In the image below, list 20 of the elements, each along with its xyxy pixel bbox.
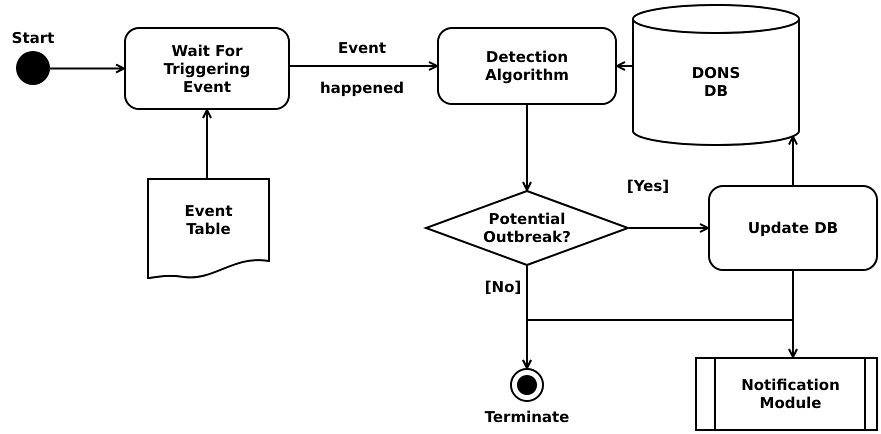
node-caption: Terminate [484,408,570,426]
arrow [202,109,212,178]
node-caption: Start [12,29,54,47]
node-label: Detection Algorithm [484,48,570,84]
arrow [629,223,709,233]
node-label: Event Table [183,202,234,238]
arrow [522,271,794,369]
arrow [290,61,438,71]
edge-label: Event happened [318,38,406,99]
edge-label: [No] [484,278,522,296]
arrow [616,61,632,71]
node-label: DONS DB [690,64,742,100]
edge-label: [Yes] [626,177,670,195]
arrow [522,105,532,191]
node-label: Update DB [748,219,838,237]
arrow [50,64,125,74]
node-label: Wait For Triggering Event [162,42,252,96]
node-label: Potential Outbreak? [482,210,572,246]
arrow [788,136,798,185]
node-label: Notification Module [740,376,841,412]
